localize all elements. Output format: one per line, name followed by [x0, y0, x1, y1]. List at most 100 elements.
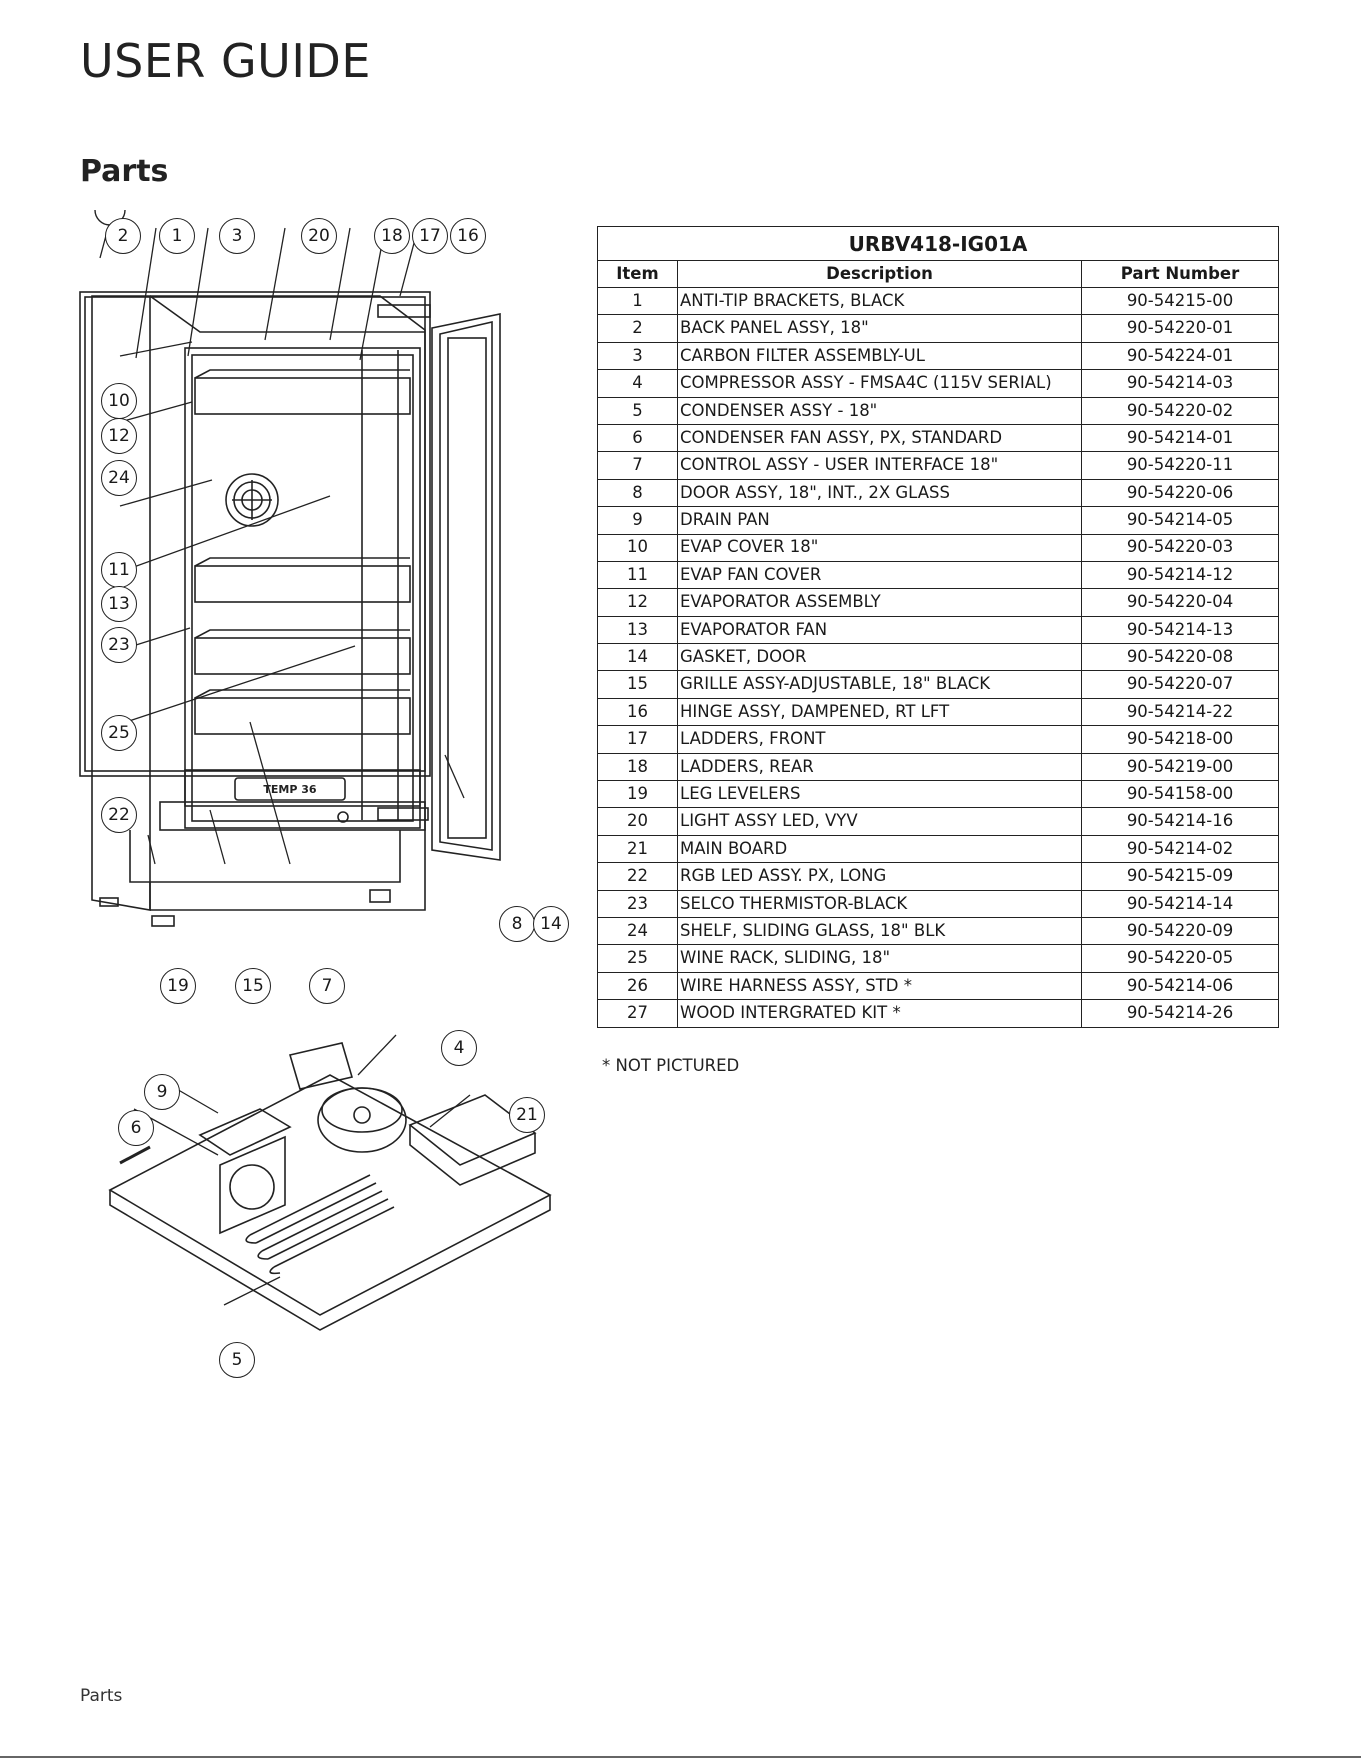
callout-25: 25 — [101, 715, 137, 751]
item-number: 10 — [597, 533, 678, 562]
control-display-label: TEMP 36 — [263, 783, 317, 796]
item-number: 25 — [597, 944, 678, 973]
item-number: 19 — [597, 780, 678, 809]
item-number: 23 — [597, 889, 678, 918]
callout-layer-top — [60, 210, 600, 1010]
item-description: MAIN BOARD — [677, 834, 1082, 864]
item-description: DOOR ASSY, 18", INT., 2X GLASS — [677, 478, 1082, 508]
item-part-number: 90-54214-02 — [1080, 834, 1280, 864]
item-part-number: 90-54220-08 — [1080, 643, 1280, 672]
item-description: SELCO THERMISTOR-BLACK — [677, 889, 1082, 918]
callout-22: 22 — [101, 797, 137, 833]
compressor-deck-diagram — [108, 1034, 552, 1331]
item-part-number: 90-54220-07 — [1080, 670, 1280, 699]
item-number: 2 — [597, 314, 678, 343]
item-part-number: 90-54215-00 — [1080, 286, 1280, 316]
callout-13: 13 — [101, 586, 137, 622]
callout-3: 3 — [219, 218, 255, 254]
item-number: 17 — [597, 725, 678, 754]
callout-12: 12 — [101, 418, 137, 454]
item-description: CONDENSER FAN ASSY, PX, STANDARD — [677, 423, 1082, 453]
item-part-number: 90-54224-01 — [1080, 341, 1280, 371]
column-header-item: Item — [597, 260, 678, 288]
item-description: WIRE HARNESS ASSY, STD * — [677, 971, 1082, 1001]
item-description: LEG LEVELERS — [677, 780, 1082, 809]
item-part-number: 90-54218-00 — [1080, 725, 1280, 754]
footer-divider — [0, 1756, 1361, 1758]
item-number: 12 — [597, 588, 678, 617]
item-part-number: 90-54214-01 — [1080, 423, 1280, 453]
item-description: WOOD INTERGRATED KIT * — [677, 999, 1082, 1028]
callout-19: 19 — [160, 968, 196, 1004]
item-part-number: 90-54220-09 — [1080, 916, 1280, 946]
item-number: 15 — [597, 670, 678, 699]
item-number: 26 — [597, 971, 678, 1001]
model-number-header: URBV418-IG01A — [596, 226, 1280, 261]
column-header-description: Description — [677, 260, 1082, 288]
item-number: 11 — [597, 560, 678, 590]
item-number: 16 — [597, 697, 678, 727]
item-part-number: 90-54215-09 — [1080, 862, 1280, 891]
callout-17: 17 — [412, 218, 448, 254]
item-description: CONDENSER ASSY - 18" — [677, 396, 1082, 425]
item-description: LADDERS, REAR — [677, 752, 1082, 782]
callout-9: 9 — [144, 1074, 180, 1110]
item-number: 7 — [597, 451, 678, 480]
item-description: DRAIN PAN — [677, 506, 1082, 535]
callout-18: 18 — [374, 218, 410, 254]
item-description: CARBON FILTER ASSEMBLY-UL — [677, 341, 1082, 371]
callout-4: 4 — [441, 1030, 477, 1066]
item-number: 27 — [597, 999, 678, 1028]
item-description: WINE RACK, SLIDING, 18" — [677, 944, 1082, 973]
callout-23: 23 — [101, 627, 137, 663]
item-description: ANTI-TIP BRACKETS, BLACK — [677, 286, 1082, 316]
page-title: USER GUIDE — [80, 34, 371, 88]
callout-14: 14 — [533, 906, 569, 942]
callout-2: 2 — [105, 218, 141, 254]
item-description: SHELF, SLIDING GLASS, 18" BLK — [677, 916, 1082, 946]
item-part-number: 90-54214-22 — [1080, 697, 1280, 727]
item-number: 24 — [597, 916, 678, 946]
item-part-number: 90-54214-05 — [1080, 506, 1280, 535]
item-description: GRILLE ASSY-ADJUSTABLE, 18" BLACK — [677, 670, 1082, 699]
item-description: EVAP COVER 18" — [677, 533, 1082, 562]
callout-6: 6 — [118, 1110, 154, 1146]
callout-21: 21 — [509, 1097, 545, 1133]
callout-16: 16 — [450, 218, 486, 254]
item-number: 21 — [597, 834, 678, 864]
item-description: CONTROL ASSY - USER INTERFACE 18" — [677, 451, 1082, 480]
item-number: 22 — [597, 862, 678, 891]
item-number: 5 — [597, 396, 678, 425]
item-number: 8 — [597, 478, 678, 508]
callout-5: 5 — [219, 1342, 255, 1378]
item-number: 9 — [597, 506, 678, 535]
callout-15: 15 — [235, 968, 271, 1004]
item-description: HINGE ASSY, DAMPENED, RT LFT — [677, 697, 1082, 727]
item-part-number: 90-54158-00 — [1080, 780, 1280, 809]
item-number: 6 — [597, 423, 678, 453]
item-description: EVAPORATOR ASSEMBLY — [677, 588, 1082, 617]
section-heading: Parts — [80, 154, 169, 189]
item-description: EVAP FAN COVER — [677, 560, 1082, 590]
item-part-number: 90-54220-03 — [1080, 533, 1280, 562]
item-part-number: 90-54214-13 — [1080, 615, 1280, 645]
